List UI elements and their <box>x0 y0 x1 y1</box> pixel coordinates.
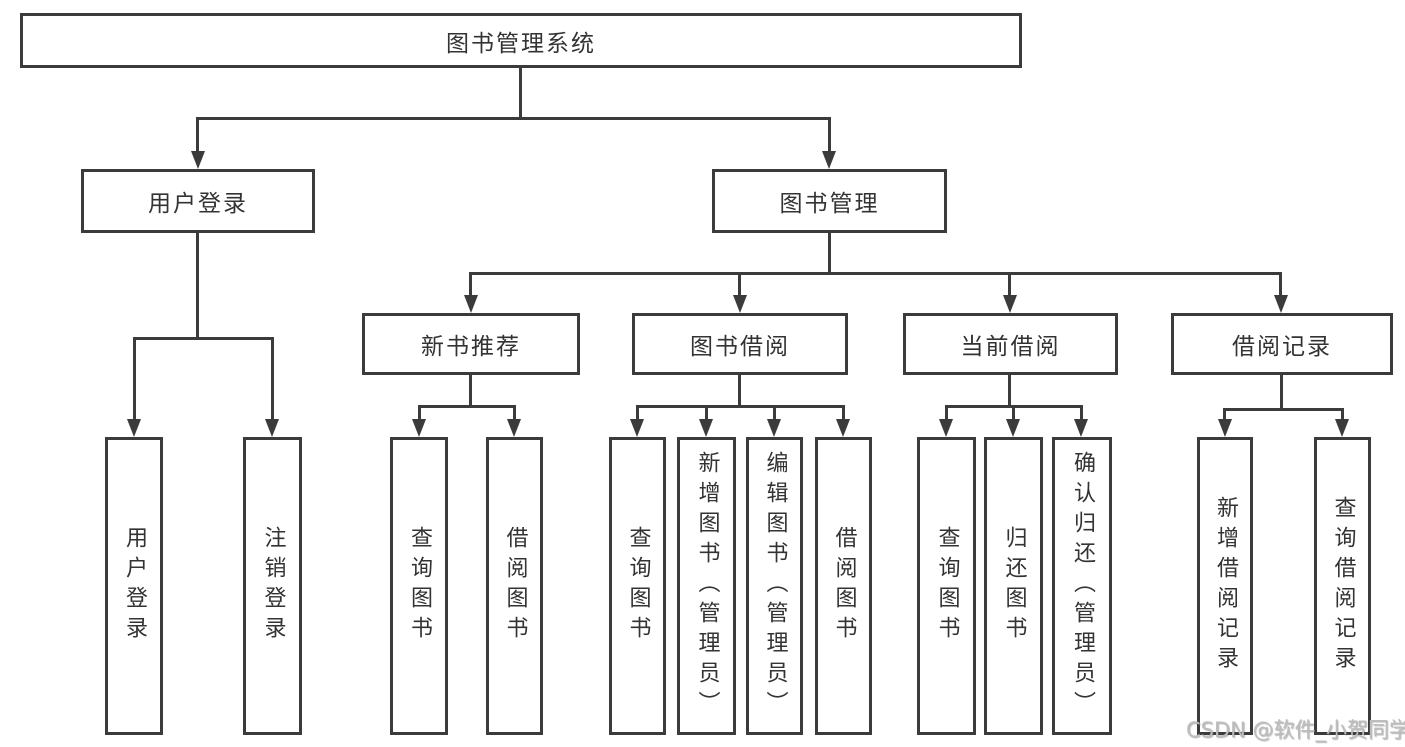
arrow-down-icon <box>767 419 781 437</box>
arrow-down-icon <box>127 419 141 437</box>
connector-line <box>945 405 948 420</box>
node-root-label: 图书管理系统 <box>446 30 596 57</box>
connector-line <box>636 405 844 408</box>
connector-line <box>469 272 472 296</box>
connector-line <box>828 117 831 152</box>
arrow-down-icon <box>939 419 953 437</box>
connector-line <box>738 272 741 296</box>
connector-line <box>513 405 516 420</box>
node-label: 借阅记录 <box>1232 334 1332 360</box>
connector-line <box>1279 272 1282 296</box>
connector-line <box>1223 408 1344 411</box>
arrow-down-icon <box>1003 295 1017 313</box>
connector-line <box>1012 405 1015 420</box>
leaf-label: 新增借阅记录 <box>1213 496 1238 676</box>
connector-line <box>469 375 472 408</box>
leaf-confirm-return-admin: 确认归还（管理员） <box>1052 437 1112 735</box>
arrow-down-icon <box>1006 419 1020 437</box>
connector-line <box>1080 405 1083 420</box>
arrow-down-icon <box>836 419 850 437</box>
node-borrow-records: 借阅记录 <box>1171 313 1393 375</box>
connector-line <box>1341 408 1344 420</box>
leaf-return-books: 归还图书 <box>984 437 1043 735</box>
connector-line <box>418 405 516 408</box>
node-current-borrow: 当前借阅 <box>903 313 1118 375</box>
arrow-down-icon <box>1074 419 1088 437</box>
node-book-management: 图书管理 <box>712 169 947 233</box>
connector-line <box>1223 408 1226 420</box>
leaf-add-books-admin: 新增图书（管理员） <box>677 437 736 735</box>
leaf-add-borrow-record: 新增借阅记录 <box>1197 437 1253 735</box>
arrow-down-icon <box>507 419 521 437</box>
node-label: 图书管理 <box>779 191 880 217</box>
connector-line <box>196 233 199 340</box>
leaf-label: 借阅图书 <box>831 526 857 646</box>
leaf-logout-login: 注销登录 <box>243 437 302 735</box>
node-book-borrow: 图书借阅 <box>632 313 848 375</box>
leaf-label: 归还图书 <box>1001 526 1027 646</box>
leaf-label: 查询图书 <box>934 526 960 646</box>
leaf-label: 确认归还（管理员） <box>1070 451 1095 721</box>
leaf-query-books-recommend: 查询图书 <box>390 437 448 735</box>
arrow-down-icon <box>412 419 426 437</box>
leaf-label: 借阅图书 <box>502 526 528 646</box>
connector-line <box>519 68 522 120</box>
arrow-down-icon <box>1218 419 1232 437</box>
leaf-borrow-books-borrow: 借阅图书 <box>815 437 872 735</box>
node-label: 新书推荐 <box>421 334 521 360</box>
arrow-down-icon <box>464 295 478 313</box>
csdn-watermark: CSDN @软件_小贺同学 <box>1186 718 1405 742</box>
connector-line <box>773 405 776 420</box>
arrow-down-icon <box>1335 419 1349 437</box>
arrow-down-icon <box>265 419 279 437</box>
connector-line <box>705 405 708 420</box>
node-label: 用户登录 <box>148 191 248 217</box>
leaf-label: 查询图书 <box>625 526 651 646</box>
leaf-label: 用户登录 <box>122 526 147 646</box>
leaf-label: 查询图书 <box>407 526 432 646</box>
arrow-down-icon <box>630 419 644 437</box>
connector-line <box>133 337 136 420</box>
arrow-down-icon <box>191 151 205 169</box>
connector-line <box>418 405 421 420</box>
node-new-book-recommend: 新书推荐 <box>362 313 580 375</box>
connector-line <box>738 375 741 408</box>
connector-line <box>1008 375 1011 408</box>
arrow-down-icon <box>822 151 836 169</box>
connector-line <box>271 337 274 420</box>
connector-line <box>828 233 831 275</box>
node-user-login-group: 用户登录 <box>81 169 315 233</box>
leaf-edit-books-admin: 编辑图书（管理员） <box>746 437 803 735</box>
connector-line <box>636 405 639 420</box>
node-label: 当前借阅 <box>960 334 1061 360</box>
leaf-user-login: 用户登录 <box>105 437 163 735</box>
connector-line <box>133 337 274 340</box>
leaf-query-borrow-record: 查询借阅记录 <box>1314 437 1371 735</box>
connector-line <box>1008 272 1011 296</box>
connector-line <box>1280 375 1283 411</box>
leaf-label: 注销登录 <box>260 526 286 646</box>
connector-line <box>197 117 831 120</box>
node-label: 图书借阅 <box>690 334 790 360</box>
arrow-down-icon <box>699 419 713 437</box>
leaf-label: 新增图书（管理员） <box>694 451 720 721</box>
leaf-query-books-current: 查询图书 <box>917 437 976 735</box>
connector-line <box>470 272 1282 275</box>
leaf-query-books-borrow: 查询图书 <box>609 437 666 735</box>
leaf-label: 编辑图书（管理员） <box>762 451 788 721</box>
connector-line <box>196 117 199 152</box>
arrow-down-icon <box>733 295 747 313</box>
arrow-down-icon <box>1274 295 1288 313</box>
connector-line <box>842 405 845 420</box>
leaf-borrow-books-recommend: 借阅图书 <box>486 437 543 735</box>
node-root: 图书管理系统 <box>20 13 1022 68</box>
leaf-label: 查询借阅记录 <box>1330 496 1356 676</box>
